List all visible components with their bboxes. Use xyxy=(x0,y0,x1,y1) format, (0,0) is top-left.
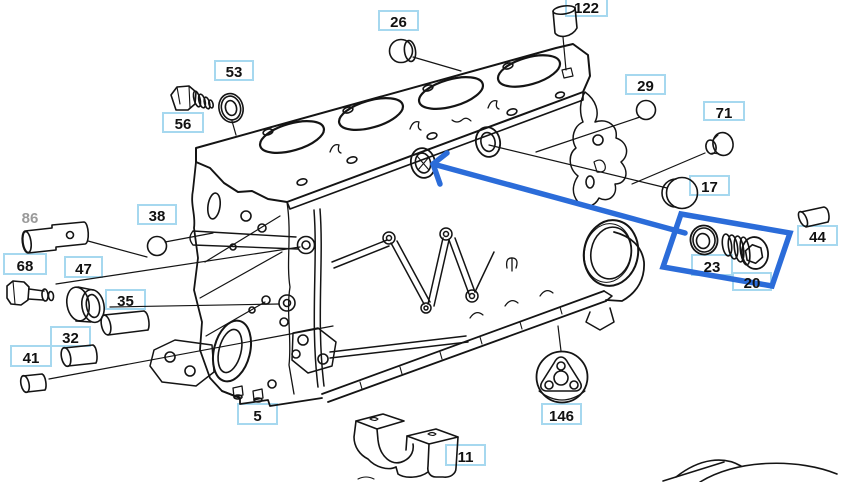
part-label-text: 26 xyxy=(390,14,407,31)
skirt-ribs xyxy=(329,227,495,359)
part-label-29[interactable]: 29 xyxy=(625,74,666,95)
part-32-drawing xyxy=(60,344,98,368)
part-label-146[interactable]: 146 xyxy=(541,403,582,425)
part-label-text: 68 xyxy=(16,257,34,275)
part-label-35[interactable]: 35 xyxy=(105,289,146,310)
core-plug-hole-2 xyxy=(474,126,502,158)
part-56-drawing xyxy=(170,85,214,111)
part-label-text: 146 xyxy=(548,407,575,425)
part-26-drawing xyxy=(388,38,417,64)
part-35-drawing xyxy=(100,310,150,336)
part-label-56[interactable]: 56 xyxy=(162,112,204,133)
part-47-drawing xyxy=(65,286,106,324)
part-label-text: 71 xyxy=(715,104,733,122)
part-label-text: 122 xyxy=(573,0,600,17)
part-label-text: 23 xyxy=(703,258,721,276)
part-17-drawing xyxy=(661,176,699,210)
part-label-53[interactable]: 53 xyxy=(214,60,254,81)
part-label-text: 56 xyxy=(174,116,192,133)
bottom-right-partial-drawing xyxy=(662,459,838,482)
part-label-text: 20 xyxy=(743,275,761,292)
part-label-text: 17 xyxy=(701,179,718,196)
part-label-text: 53 xyxy=(225,64,243,81)
part-label-122[interactable]: 122 xyxy=(565,0,608,17)
part-label-86[interactable]: 86 xyxy=(14,207,46,227)
part-label-text: 47 xyxy=(75,260,92,278)
part-146-drawing xyxy=(535,350,589,404)
part-86-drawing xyxy=(21,221,90,254)
part-label-32[interactable]: 32 xyxy=(50,326,91,347)
part-label-41[interactable]: 41 xyxy=(10,345,52,367)
part-label-text: 38 xyxy=(148,208,166,225)
part-29-drawing xyxy=(635,99,657,121)
part-38-drawing xyxy=(146,235,168,257)
part-label-text: 5 xyxy=(253,407,262,425)
part-41-drawing xyxy=(19,373,47,394)
part-11-drawing xyxy=(353,413,459,480)
deck-bolt-holes xyxy=(262,62,566,186)
part-label-text: 11 xyxy=(457,448,474,466)
part-label-44[interactable]: 44 xyxy=(797,225,838,246)
part-label-38[interactable]: 38 xyxy=(137,204,177,225)
part-label-47[interactable]: 47 xyxy=(64,256,103,278)
part-label-26[interactable]: 26 xyxy=(378,10,419,31)
part-label-5[interactable]: 5 xyxy=(237,403,278,425)
leader-lines xyxy=(48,36,706,380)
pan-rail-ticks xyxy=(359,306,563,390)
part-label-11[interactable]: 11 xyxy=(445,444,486,466)
part-label-71[interactable]: 71 xyxy=(703,101,745,121)
oil-gallery-tube xyxy=(189,230,316,312)
part-label-17[interactable]: 17 xyxy=(689,175,730,196)
part-label-text: 35 xyxy=(117,293,134,310)
part-label-text: 32 xyxy=(62,330,79,347)
cylinder-bores xyxy=(258,54,562,154)
part-label-text: 44 xyxy=(809,229,826,246)
part-label-68[interactable]: 68 xyxy=(3,253,47,275)
part-53-drawing xyxy=(218,92,244,124)
part-20-drawing xyxy=(721,233,769,270)
part-68-drawing xyxy=(6,280,55,306)
part-label-text: 41 xyxy=(22,349,40,367)
part-23-drawing xyxy=(689,224,719,256)
part-44-drawing xyxy=(797,206,830,228)
part-label-text: 86 xyxy=(21,209,39,227)
part-122-drawing xyxy=(552,4,578,38)
part-label-text: 29 xyxy=(637,78,654,95)
part-71-drawing xyxy=(705,131,734,157)
